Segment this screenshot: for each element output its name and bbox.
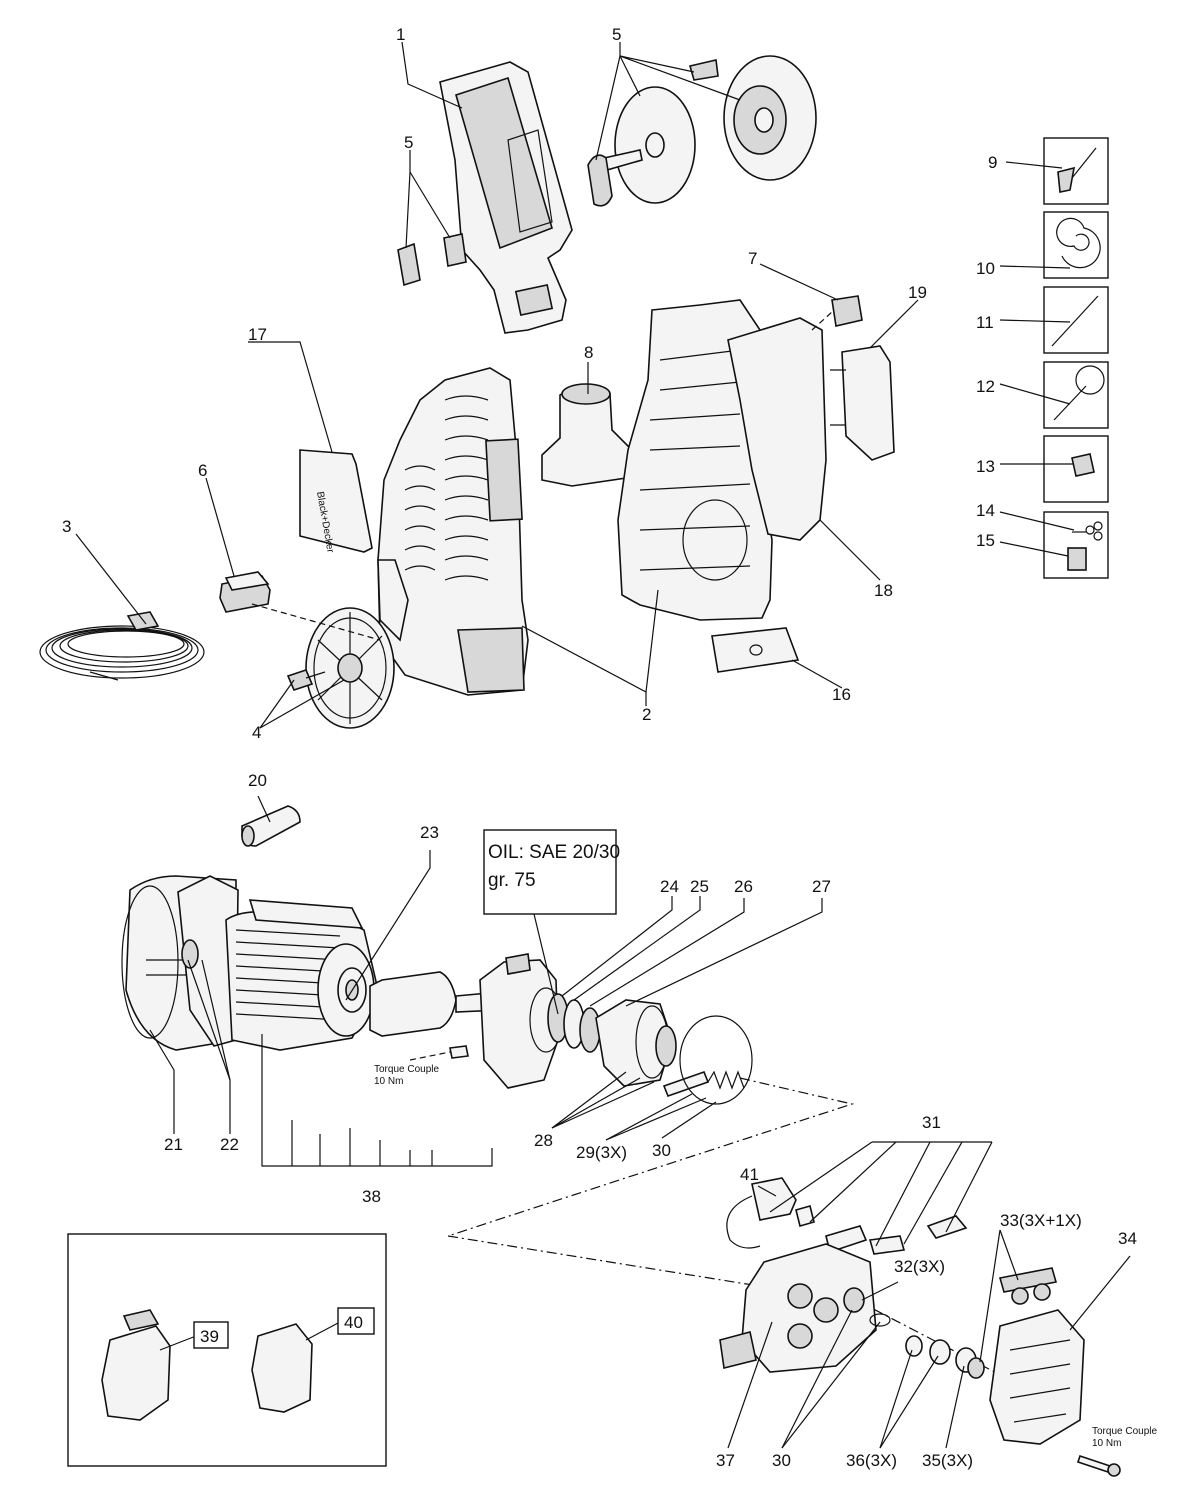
part-17-front-panel: Black+Decker [299,449,373,554]
oil-note-line1: OIL: SAE 20/30 [488,842,620,863]
label-25: 25 [690,877,709,896]
part-3-power-cord [39,611,205,681]
label-30-lower: 30 [772,1451,791,1470]
torque-note-2-line1: Torque Couple [1092,1426,1157,1437]
label-36: 36(3X) [846,1451,897,1470]
label-15: 15 [976,531,995,550]
label-6: 6 [198,461,207,480]
accessory-box-9 [1043,137,1109,205]
label-30-upper: 30 [652,1141,671,1160]
torque-note-1-line2: 10 Nm [374,1076,403,1087]
part-38-motor-stator [225,899,379,1051]
label-22: 22 [220,1135,239,1154]
part-37-pump-manifold [719,1243,877,1373]
label-40: 40 [344,1313,363,1332]
label-11: 11 [976,313,994,332]
part-27-swash-plate [595,999,677,1087]
part-5-hose-reel [397,55,817,287]
label-26: 26 [734,877,753,896]
label-13: 13 [976,457,995,476]
part-16-plate [711,627,800,673]
flange-housing [479,953,563,1089]
part-7-switch [811,295,863,331]
label-21: 21 [164,1135,183,1154]
leader-lines [75,41,1131,1449]
label-19: 19 [908,283,927,302]
label-1: 1 [396,25,405,44]
part-18-side-cover [727,317,827,541]
accessory-box-12 [1043,361,1109,429]
label-10: 10 [976,259,995,278]
label-34: 34 [1118,1229,1137,1248]
part-number-labels: 1 2 3 4 5 5 6 7 8 9 10 11 12 13 14 15 16… [62,25,1137,1470]
label-18: 18 [874,581,893,600]
label-31: 31 [922,1113,941,1132]
part-6-cap [219,571,381,641]
label-5-reel: 5 [612,25,621,44]
accessory-box-11 [1043,286,1109,354]
bolt-torque-2 [1076,1454,1121,1477]
label-33: 33(3X+1X) [1000,1211,1082,1230]
part-32-36-35-seals [843,1287,977,1373]
part-34-pump-head [989,1309,1085,1445]
accessory-box-10 [1043,211,1109,279]
part-20-capacitor [241,805,301,847]
label-7: 7 [748,249,757,268]
label-4: 4 [252,723,261,742]
label-41: 41 [740,1165,759,1184]
part-8-detergent-bottle [541,383,631,487]
label-14: 14 [976,501,995,520]
part-2-housing-right [617,299,773,621]
label-35: 35(3X) [922,1451,973,1470]
label-17: 17 [248,325,267,344]
rotor [369,971,501,1037]
part-29-30-pistons-springs [662,1015,753,1105]
label-8: 8 [584,343,593,362]
label-20: 20 [248,771,267,790]
part-1-handle [439,61,573,334]
label-3: 3 [62,517,71,536]
oil-note-box: OIL: SAE 20/30 gr. 75 [483,829,620,1015]
torque-note-2-line2: 10 Nm [1092,1438,1121,1449]
label-5-clips: 5 [404,133,413,152]
label-38: 38 [362,1187,381,1206]
label-37: 37 [716,1451,735,1470]
label-24: 24 [660,877,679,896]
label-16: 16 [832,685,851,704]
part-2-housing-left [377,367,529,696]
label-23: 23 [420,823,439,842]
label-9: 9 [988,153,997,172]
torque-note-1-line1: Torque Couple [374,1064,439,1075]
label-29: 29(3X) [576,1143,627,1162]
inset-label-39: 39 [193,1321,229,1349]
part-33-check-valves [967,1267,1058,1379]
accessory-box-13 [1043,435,1109,503]
label-39: 39 [200,1327,219,1346]
oil-note-line2: gr. 75 [488,870,536,891]
accessory-box-14-15 [1043,511,1109,579]
inset-box [67,1233,387,1467]
label-2: 2 [642,705,651,724]
label-12: 12 [976,377,995,396]
label-27: 27 [812,877,831,896]
label-28: 28 [534,1131,553,1150]
label-32: 32(3X) [894,1257,945,1276]
inset-label-40: 40 [337,1307,375,1335]
part-4-wheel [286,607,395,729]
bolt-torque-1 [409,1045,469,1061]
part-19-panel [830,345,895,461]
